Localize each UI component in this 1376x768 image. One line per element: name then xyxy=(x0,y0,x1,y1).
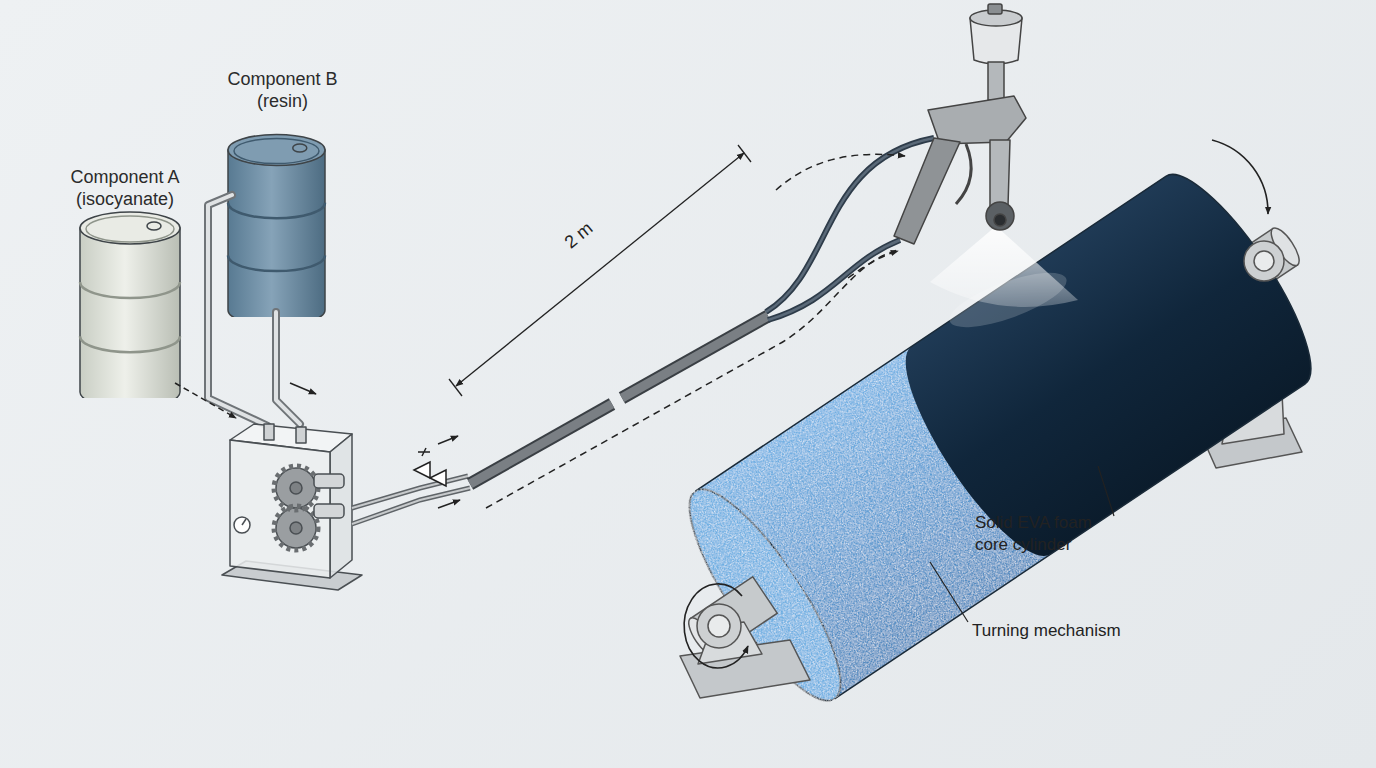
spray-gun xyxy=(894,138,960,244)
callout-label: Turning mechanism xyxy=(972,620,1121,642)
metering-pump xyxy=(234,517,250,533)
support-stand xyxy=(680,241,1284,698)
spray-gun xyxy=(988,62,1004,100)
metering-pump xyxy=(274,466,318,550)
flow-arrow xyxy=(290,383,316,394)
drum xyxy=(234,138,319,163)
hose xyxy=(768,240,900,320)
drum xyxy=(228,134,325,165)
metering-pump xyxy=(314,474,344,488)
flow-arrow xyxy=(438,500,460,508)
outlet-pipe xyxy=(352,488,470,524)
drum xyxy=(80,212,180,244)
dimension-line xyxy=(449,145,751,396)
metering-pump xyxy=(222,424,362,590)
flow-arrow xyxy=(175,383,236,418)
drum xyxy=(228,134,325,317)
dimension-line xyxy=(449,379,462,396)
metering-pump xyxy=(290,482,302,494)
foam-cylinder xyxy=(626,138,1361,745)
metering-pump xyxy=(290,522,302,534)
support-stand xyxy=(1244,241,1284,281)
metering-pump xyxy=(264,424,274,440)
valve-symbol xyxy=(414,462,446,486)
valve-symbol xyxy=(418,448,430,456)
drum xyxy=(228,203,325,219)
drum xyxy=(228,256,325,272)
flow-path xyxy=(848,251,898,278)
callout-label: Solid EVA foam core cylinder xyxy=(975,512,1120,556)
dimension-line xyxy=(456,153,744,386)
drum-label: Component A (isocyanate) xyxy=(45,166,205,210)
drum xyxy=(80,228,180,398)
drum xyxy=(293,144,307,152)
dimension-label: 2 m xyxy=(560,217,597,253)
flow-path xyxy=(776,154,905,190)
drum xyxy=(86,216,174,242)
drum-node: Component A (isocyanate) xyxy=(45,158,205,398)
foam-cylinder xyxy=(882,157,1334,574)
hose xyxy=(622,316,768,398)
support-stand xyxy=(708,615,730,637)
metering-pump xyxy=(314,474,344,518)
outlet-pipe xyxy=(352,488,470,524)
drum xyxy=(147,222,161,230)
metering-pump xyxy=(274,466,318,510)
hose xyxy=(622,316,768,398)
spray-gun xyxy=(988,4,1002,14)
leader-line xyxy=(1098,466,1114,516)
metering-pump xyxy=(242,519,246,525)
drum xyxy=(80,212,180,398)
metering-pump xyxy=(274,506,318,550)
drum-label: Component B (resin) xyxy=(210,68,355,112)
drum-node: Component B (resin) xyxy=(210,62,355,317)
rotation-arrow xyxy=(684,584,748,668)
drum xyxy=(80,282,180,298)
spray-gun xyxy=(986,202,1014,230)
spray-gun xyxy=(956,144,971,204)
metering-pump xyxy=(314,504,344,518)
feed-pipe xyxy=(276,312,300,424)
spray-cone xyxy=(944,262,1073,338)
flow-arrow xyxy=(438,436,458,444)
drum xyxy=(228,150,325,317)
spray-gun xyxy=(994,214,1006,226)
valve-symbol xyxy=(414,448,446,486)
rotation-arrow xyxy=(684,140,1268,668)
metering-pump xyxy=(290,482,302,534)
support-stand xyxy=(697,604,741,648)
drum xyxy=(80,336,180,352)
hose xyxy=(470,404,612,484)
outlet-pipe xyxy=(352,476,470,524)
flow-arrow xyxy=(438,436,460,508)
hose xyxy=(768,240,900,320)
spray-gun xyxy=(990,140,1010,206)
rotation-arrow xyxy=(1212,140,1268,214)
hose xyxy=(470,404,612,484)
foam-cylinder xyxy=(666,472,863,719)
flow-arrow xyxy=(175,383,316,418)
spray-cone xyxy=(930,226,1078,338)
support-stand xyxy=(1254,251,1274,271)
spray-gun xyxy=(894,4,1026,244)
leader-line xyxy=(930,562,968,622)
metering-pump xyxy=(296,427,306,443)
spray-gun xyxy=(928,96,1026,144)
dimension-line xyxy=(738,145,751,162)
feed-pipe xyxy=(276,312,300,424)
